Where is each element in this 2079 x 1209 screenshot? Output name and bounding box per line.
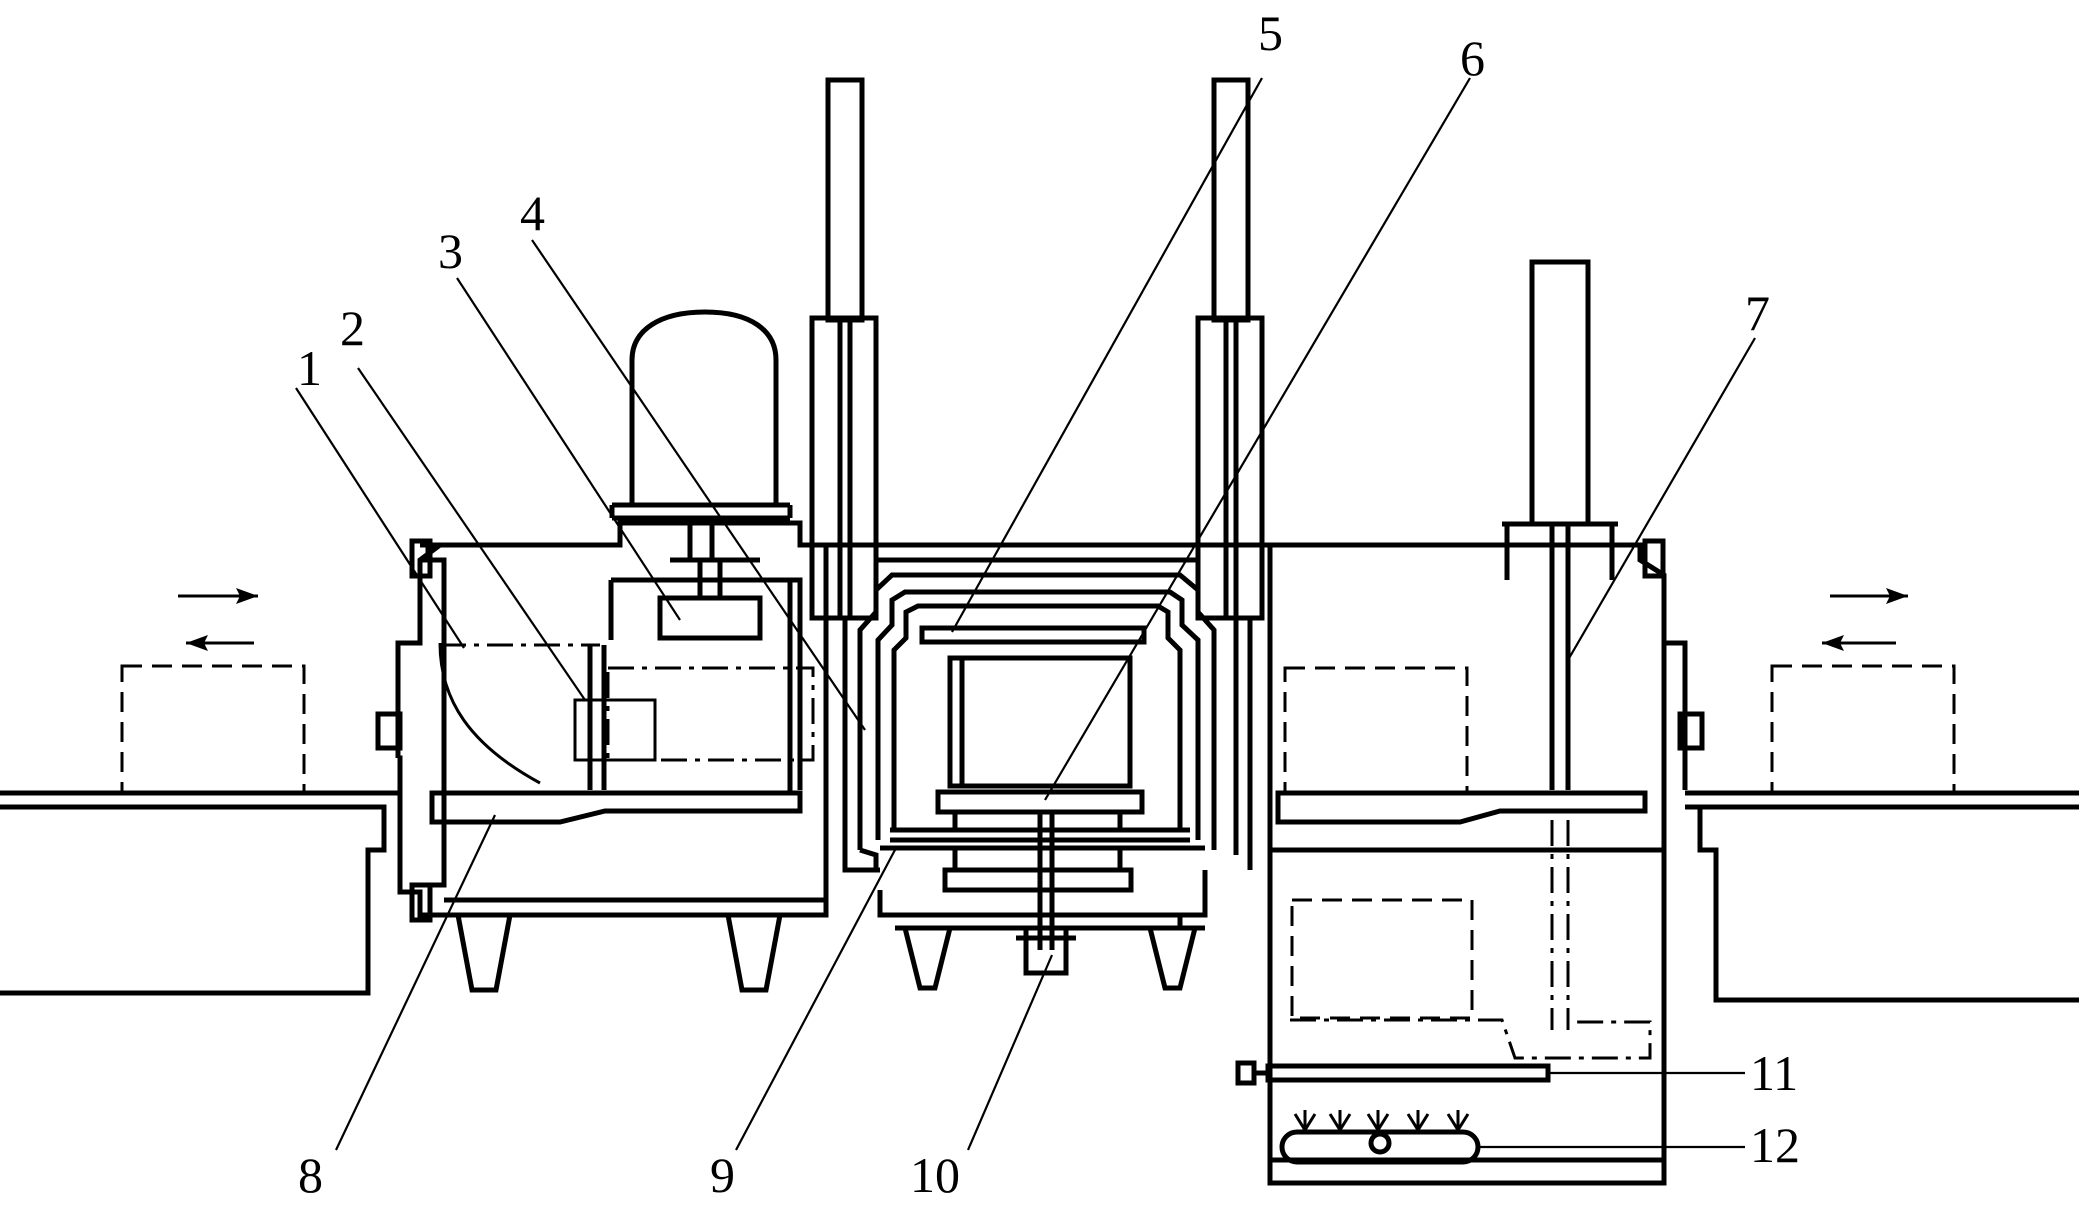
label-6: 6 <box>1460 30 1485 86</box>
left-chamber <box>375 309 829 993</box>
label-2: 2 <box>340 300 365 356</box>
left-arrows <box>178 588 258 651</box>
left-loading-table <box>0 588 402 996</box>
label-1: 1 <box>297 340 322 396</box>
label-3: 3 <box>438 223 463 279</box>
label-10: 10 <box>910 1147 960 1203</box>
agitator-spikes <box>1293 1110 1470 1133</box>
label-12: 12 <box>1750 1117 1800 1173</box>
part-labels: 1 2 3 4 5 6 7 8 9 10 11 12 <box>297 5 1800 1203</box>
right-unloading-table <box>1685 588 2079 1003</box>
label-5: 5 <box>1258 5 1283 61</box>
right-arrows <box>1822 588 1908 651</box>
right-pillar <box>1195 77 1265 621</box>
center-furnace <box>826 542 1270 991</box>
label-7: 7 <box>1745 285 1770 341</box>
label-11: 11 <box>1750 1045 1798 1101</box>
label-8: 8 <box>298 1147 323 1203</box>
left-pillar <box>809 77 879 621</box>
leader-lines <box>295 77 1756 1151</box>
right-chamber <box>1235 259 1705 1186</box>
label-4: 4 <box>520 185 545 241</box>
label-9: 9 <box>710 1147 735 1203</box>
